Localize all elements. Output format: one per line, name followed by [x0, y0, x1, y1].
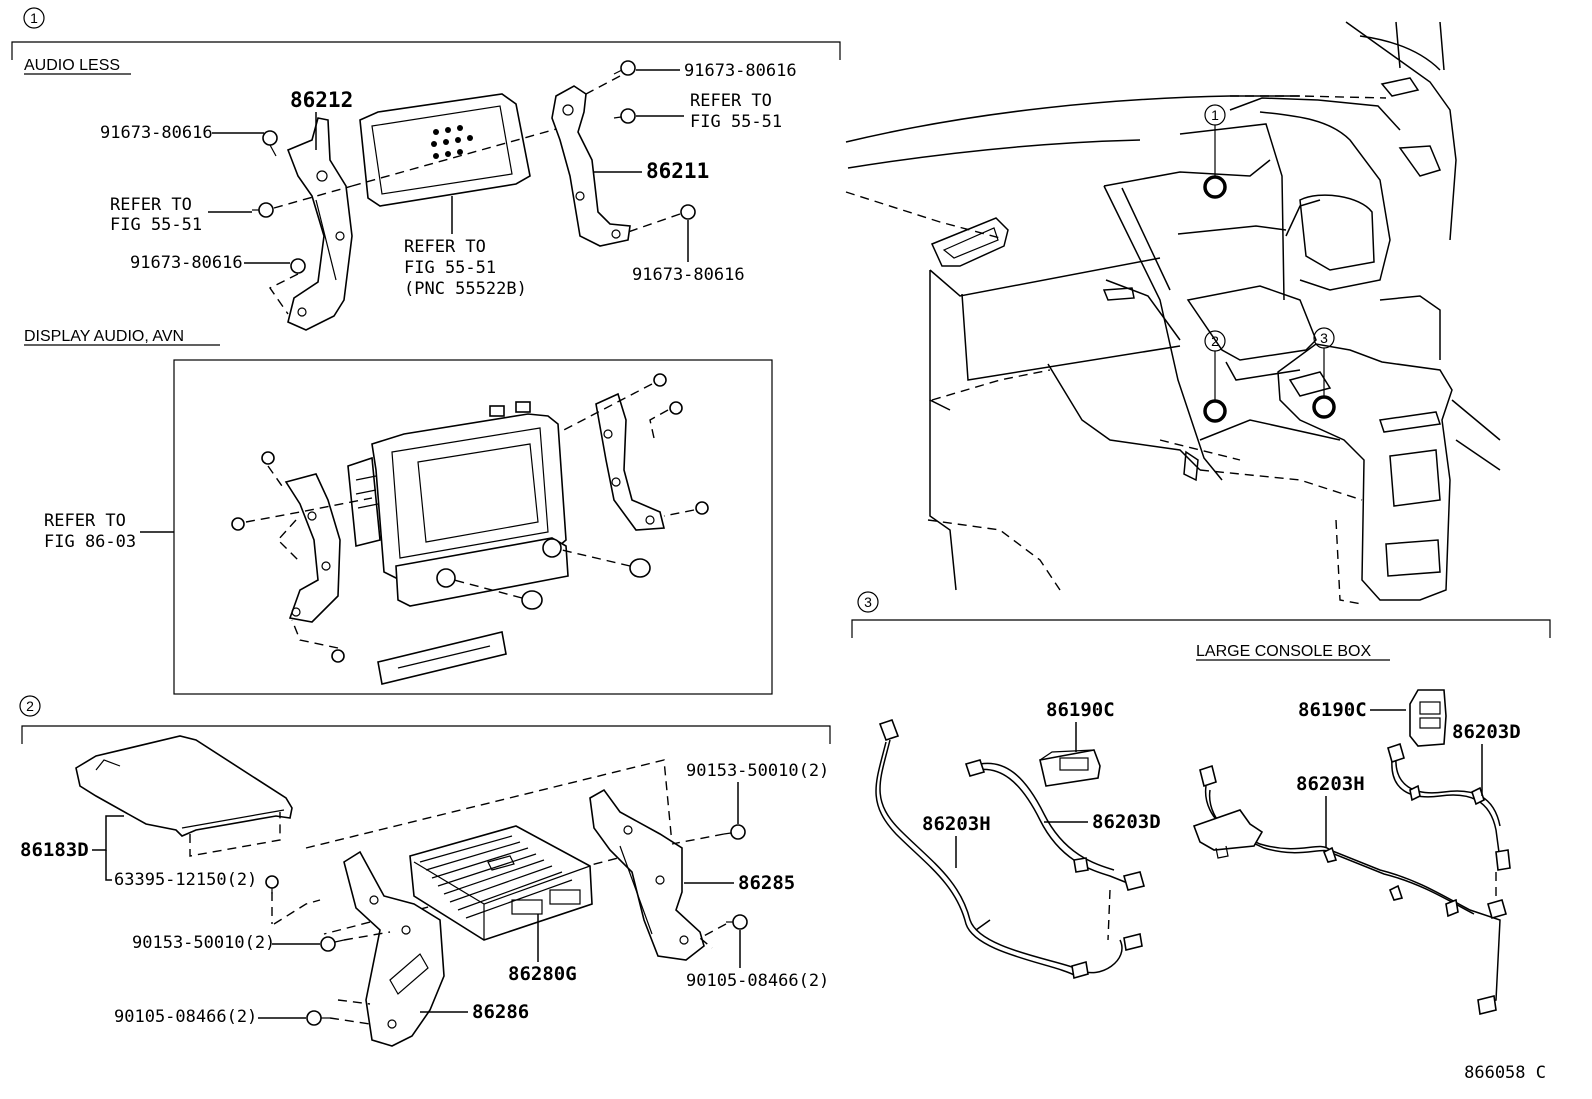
display-audio-box	[173, 359, 773, 695]
label-refer-center-l3: (PNC 55522B)	[404, 279, 527, 299]
label-91673-80616-d: 91673-80616	[632, 265, 745, 285]
label-91673-80616-b: 91673-80616	[130, 253, 243, 273]
label-left-86203H: 86203H	[922, 813, 991, 835]
dash-line-low-left	[268, 273, 299, 315]
label-right-86203H: 86203H	[1296, 773, 1365, 795]
harness-right	[1192, 742, 1511, 1015]
label-91673-80616-a: 91673-80616	[100, 123, 213, 143]
bolt-top-left	[262, 130, 278, 157]
section-2-marker-label: 2	[26, 698, 34, 714]
section-3: 3 LARGE CONSOLE BOX 86190C 86203H	[851, 591, 1551, 1015]
dash-line-panel	[351, 127, 561, 187]
bracket-86286	[343, 850, 445, 1047]
screw-90153-right	[723, 824, 746, 840]
blank-panel	[359, 93, 531, 207]
label-refer-left-l2: FIG 55-51	[110, 215, 202, 235]
dash-line-left-bolt	[273, 185, 353, 209]
label-63395-12150: 63395-12150(2)	[114, 870, 257, 890]
large-console-box-title: LARGE CONSOLE BOX	[1196, 643, 1371, 660]
section-1-bracket	[11, 41, 841, 60]
dash-line-top-right	[585, 75, 621, 95]
screw-90105-right	[726, 914, 748, 930]
section-1-marker: 1	[23, 7, 45, 29]
interior-view: 1 2 3	[845, 21, 1501, 605]
label-refer-center-l2: FIG 55-51	[404, 258, 496, 278]
interior-callout-2-label: 2	[1211, 333, 1219, 349]
display-audio-title: DISPLAY AUDIO, AVN	[24, 328, 184, 345]
bracket-86285	[589, 788, 705, 961]
dash-cover-to-clip	[189, 812, 281, 857]
amplifier-86280G	[409, 825, 593, 941]
label-86212: 86212	[290, 88, 353, 112]
bolt-low-right	[680, 204, 696, 220]
section-3-bracket	[851, 619, 1551, 638]
audio-less-title: AUDIO LESS	[24, 57, 120, 74]
label-refer-fig86-l2: FIG 86-03	[44, 532, 136, 552]
label-86286: 86286	[472, 1001, 529, 1023]
screw-90105-left	[306, 1010, 330, 1026]
label-86183D: 86183D	[20, 839, 89, 861]
dash-line-low-right	[627, 213, 681, 233]
label-90153-right: 90153-50010(2)	[686, 761, 829, 781]
head-unit-assembly	[231, 373, 709, 685]
label-refer-left-l1: REFER TO	[110, 195, 192, 215]
label-90105-left: 90105-08466(2)	[114, 1007, 257, 1027]
leader-86183D	[92, 815, 124, 851]
interior-callout-3-label: 3	[1320, 330, 1328, 346]
harness-left	[875, 718, 1145, 980]
section-3-marker: 3	[857, 591, 879, 613]
usb-module-right	[1409, 689, 1447, 747]
label-refer-center-l1: REFER TO	[404, 237, 486, 257]
screw-90153-left	[320, 936, 345, 952]
label-refer-fig86-l1: REFER TO	[44, 511, 126, 531]
clip-63395	[265, 875, 279, 894]
dash-90153-right	[671, 833, 725, 845]
section-1-marker-label: 1	[30, 10, 38, 26]
section-2: 2 86183D 63395-12150(2)	[19, 695, 831, 1047]
label-refer-right-l2: FIG 55-51	[690, 112, 782, 132]
label-86211: 86211	[646, 159, 709, 183]
dash-amp-left	[273, 899, 321, 925]
cover-86183D	[75, 735, 293, 837]
bolt-top-right	[613, 60, 636, 76]
label-90105-right: 90105-08466(2)	[686, 971, 829, 991]
bolt-mid-right	[613, 108, 636, 124]
section-1: 1 AUDIO LESS 86212 91673-80616 REFER TO	[11, 7, 841, 695]
label-right-86203D: 86203D	[1452, 721, 1521, 743]
interior-callout-2: 2	[1203, 330, 1227, 423]
label-refer-right-l1: REFER TO	[690, 91, 772, 111]
section-3-marker-label: 3	[864, 594, 872, 610]
section-2-marker: 2	[19, 695, 41, 717]
panel-dot-grid	[431, 125, 473, 159]
drawing-number: 866058 C	[1464, 1063, 1546, 1083]
bracket-86211	[551, 85, 631, 247]
usb-module-left	[1039, 749, 1101, 787]
bolt-mid-left	[252, 202, 274, 218]
bolt-low-left	[290, 258, 306, 274]
section-2-bracket	[21, 725, 831, 744]
interior-callout-1: 1	[1203, 104, 1227, 199]
interior-callout-3: 3	[1312, 327, 1336, 419]
label-left-86190C: 86190C	[1046, 699, 1115, 721]
dash-left-harness	[1107, 889, 1111, 941]
label-86280G: 86280G	[508, 963, 577, 985]
dash-90105-left-b	[337, 999, 371, 1005]
leader-63395	[105, 850, 112, 881]
label-right-86190C: 86190C	[1298, 699, 1367, 721]
interior-callout-1-label: 1	[1211, 107, 1219, 123]
label-left-86203D: 86203D	[1092, 811, 1161, 833]
label-90153-left: 90153-50010(2)	[132, 933, 275, 953]
label-91673-80616-c: 91673-80616	[684, 61, 797, 81]
label-86285: 86285	[738, 872, 795, 894]
dash-90105-left-a	[329, 1017, 371, 1025]
bracket-86212	[286, 117, 353, 331]
dash-90153-left	[343, 931, 391, 941]
